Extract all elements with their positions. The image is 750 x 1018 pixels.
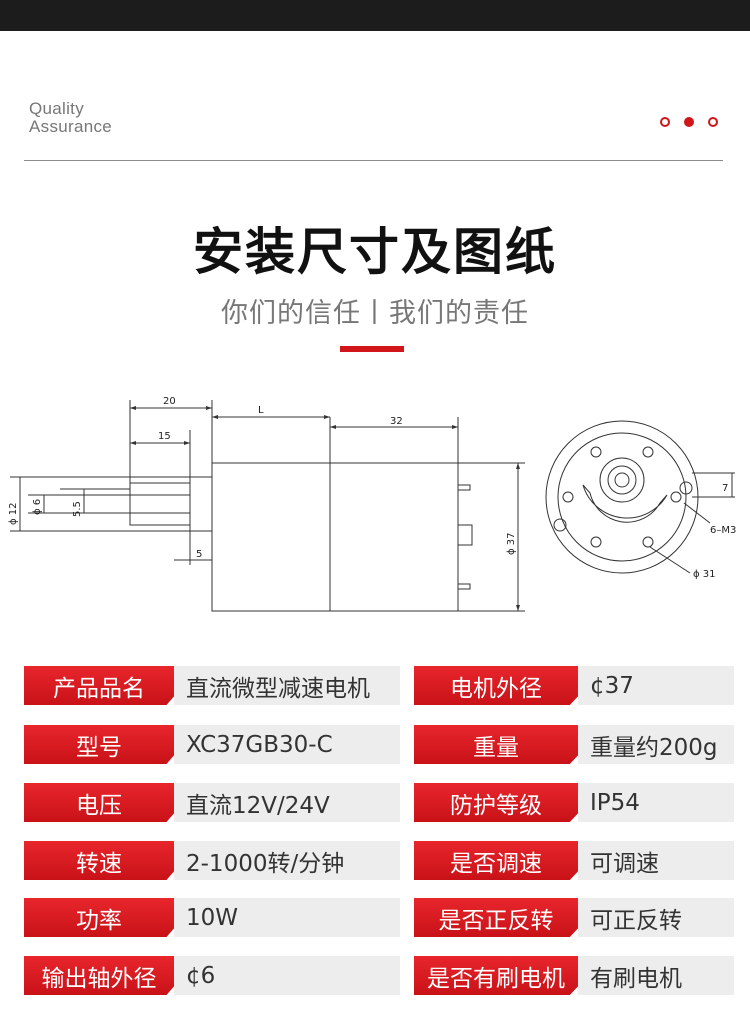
spec-row: 电压 直流12V/24V <box>24 783 400 822</box>
spec-label: 防护等级 <box>414 783 578 822</box>
dot-1 <box>660 117 670 127</box>
spec-row: 是否正反转 可正反转 <box>414 898 734 937</box>
spec-label: 电机外径 <box>414 666 578 705</box>
spec-value: XC37GB30-C <box>174 725 400 764</box>
spec-value: 可正反转 <box>578 898 734 937</box>
dim-6M3: 6–M3 <box>710 525 736 536</box>
spec-row: 是否调速 可调速 <box>414 841 734 880</box>
spec-value: 可调速 <box>578 841 734 880</box>
top-bar <box>0 0 750 31</box>
dot-2-active <box>684 117 694 127</box>
page-title: 安装尺寸及图纸 <box>193 223 557 281</box>
dim-phi31: ϕ 31 <box>693 569 716 580</box>
spec-row: 输出轴外径 ¢6 <box>24 956 400 995</box>
dim-phi37: ϕ 37 <box>506 533 517 556</box>
dot-3 <box>708 117 718 127</box>
spec-value: IP54 <box>578 783 734 822</box>
dim-20: 20 <box>163 396 176 407</box>
spec-row: 产品品名 直流微型减速电机 <box>24 666 400 705</box>
spec-label: 功率 <box>24 898 174 937</box>
gearbox-outline <box>211 462 331 612</box>
dim-phi6: ϕ 6 <box>32 499 43 515</box>
spec-value: 直流微型减速电机 <box>174 666 400 705</box>
spec-value: ¢6 <box>174 956 400 995</box>
title-underline <box>340 346 404 352</box>
spec-row: 型号 XC37GB30-C <box>24 725 400 764</box>
shaft-outline <box>129 482 191 526</box>
dim-phi12: ϕ 12 <box>8 503 19 526</box>
spec-row: 防护等级 IP54 <box>414 783 734 822</box>
spec-label: 是否正反转 <box>414 898 578 937</box>
quality-assurance-text: Quality Assurance <box>29 100 112 136</box>
spec-label: 是否有刷电机 <box>414 956 578 995</box>
spec-value: 直流12V/24V <box>174 783 400 822</box>
spec-value: 重量约200g <box>578 725 734 764</box>
spec-row: 是否有刷电机 有刷电机 <box>414 956 734 995</box>
spec-label: 型号 <box>24 725 174 764</box>
quality-line: Quality <box>29 99 85 118</box>
dim-L: L <box>258 405 264 416</box>
page-subtitle: 你们的信任丨我们的责任 <box>221 298 529 329</box>
dimension-drawing: 20 L 32 15 5 ϕ 12 ϕ 6 5.5 ϕ 37 7 6–M3 ϕ … <box>8 396 736 612</box>
spec-row: 重量 重量约200g <box>414 725 734 764</box>
pagination-dots <box>660 117 718 127</box>
spec-label: 产品品名 <box>24 666 174 705</box>
spec-value: ¢37 <box>578 666 734 705</box>
spec-row: 转速 2-1000转/分钟 <box>24 841 400 880</box>
spec-label: 重量 <box>414 725 578 764</box>
spec-value: 10W <box>174 898 400 937</box>
dim-15: 15 <box>158 431 171 442</box>
spec-label: 输出轴外径 <box>24 956 174 995</box>
spec-row: 电机外径 ¢37 <box>414 666 734 705</box>
spec-value: 有刷电机 <box>578 956 734 995</box>
assurance-line: Assurance <box>29 117 113 136</box>
dim-5: 5 <box>196 549 202 560</box>
spec-value: 2-1000转/分钟 <box>174 841 400 880</box>
spec-label: 电压 <box>24 783 174 822</box>
header-divider <box>24 160 723 161</box>
motor-outline <box>329 462 459 612</box>
spec-row: 功率 10W <box>24 898 400 937</box>
spec-label: 转速 <box>24 841 174 880</box>
spec-label: 是否调速 <box>414 841 578 880</box>
end-view <box>545 420 735 574</box>
dim-5-5: 5.5 <box>72 501 83 517</box>
dim-7: 7 <box>722 483 728 494</box>
dim-32: 32 <box>390 416 403 427</box>
